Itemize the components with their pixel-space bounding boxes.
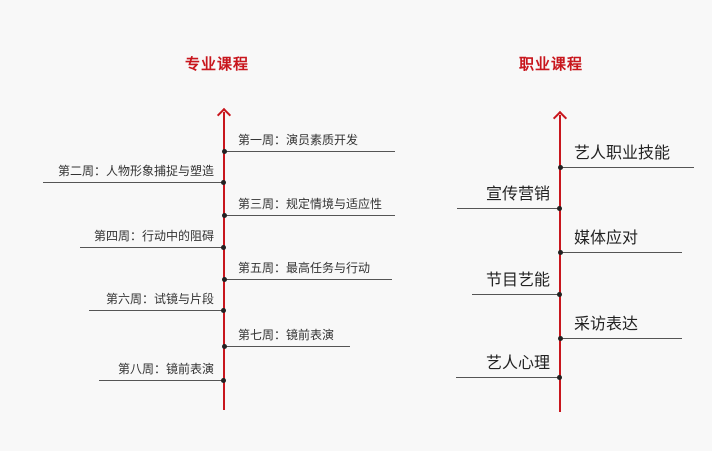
timeline-dot [222, 213, 227, 218]
timeline-dot [557, 292, 562, 297]
career-label: 节目艺能 [485, 270, 550, 289]
career-course-title: 职业课程 [519, 55, 584, 73]
week-6: 第六周：试镜与片段 [89, 291, 226, 313]
week-2: 第二周：人物形象捕捉与塑造 [43, 163, 226, 185]
divider [224, 279, 392, 280]
week-label: 第二周：人物形象捕捉与塑造 [57, 164, 214, 178]
divider [43, 182, 224, 183]
career-label: 采访表达 [574, 314, 639, 333]
week-4: 第四周：行动中的阻碍 [80, 228, 226, 250]
divider [224, 346, 350, 347]
career-label: 艺人心理 [485, 353, 550, 372]
timeline-dot [222, 277, 227, 282]
week-label: 第六周：试镜与片段 [105, 292, 214, 306]
divider [89, 310, 224, 311]
timeline-dot [221, 245, 226, 250]
timeline-dot [557, 206, 562, 211]
divider [224, 215, 395, 216]
divider [99, 380, 224, 381]
divider [457, 208, 560, 209]
career-item-5: 采访表达 [558, 313, 682, 341]
timeline-dot [558, 250, 563, 255]
divider [224, 151, 395, 152]
timeline-dot [222, 344, 227, 349]
week-5: 第五周：最高任务与行动 [222, 260, 392, 282]
career-label: 艺人职业技能 [574, 143, 671, 162]
week-3: 第三周：规定情境与适应性 [222, 196, 395, 218]
career-item-1: 艺人职业技能 [558, 142, 694, 170]
week-label: 第五周：最高任务与行动 [238, 261, 371, 275]
divider [560, 338, 682, 339]
timeline-spine [223, 112, 225, 410]
divider [456, 377, 560, 378]
career-label: 宣传营销 [485, 184, 550, 203]
career-item-2: 宣传营销 [457, 183, 562, 211]
timeline-dot [221, 180, 226, 185]
divider [472, 294, 560, 295]
timeline-dot [221, 378, 226, 383]
week-7: 第七周：镜前表演 [222, 327, 350, 349]
week-label: 第七周：镜前表演 [238, 328, 335, 342]
timeline-dot [558, 165, 563, 170]
divider [80, 247, 224, 248]
career-item-4: 节目艺能 [472, 269, 562, 297]
week-label: 第四周：行动中的阻碍 [93, 229, 214, 243]
career-item-3: 媒体应对 [558, 227, 682, 255]
week-1: 第一周：演员素质开发 [222, 132, 395, 154]
timeline-dot [221, 308, 226, 313]
week-8: 第八周：镜前表演 [99, 361, 226, 383]
divider [560, 252, 682, 253]
timeline-dot [222, 149, 227, 154]
professional-course-title: 专业课程 [185, 55, 250, 73]
career-item-6: 艺人心理 [456, 352, 562, 380]
week-label: 第八周：镜前表演 [117, 362, 214, 376]
timeline-dot [558, 336, 563, 341]
week-label: 第三周：规定情境与适应性 [238, 197, 383, 211]
week-label: 第一周：演员素质开发 [238, 133, 359, 147]
timeline-spine [559, 115, 561, 412]
timeline-dot [557, 375, 562, 380]
career-label: 媒体应对 [574, 228, 639, 247]
divider [560, 167, 694, 168]
